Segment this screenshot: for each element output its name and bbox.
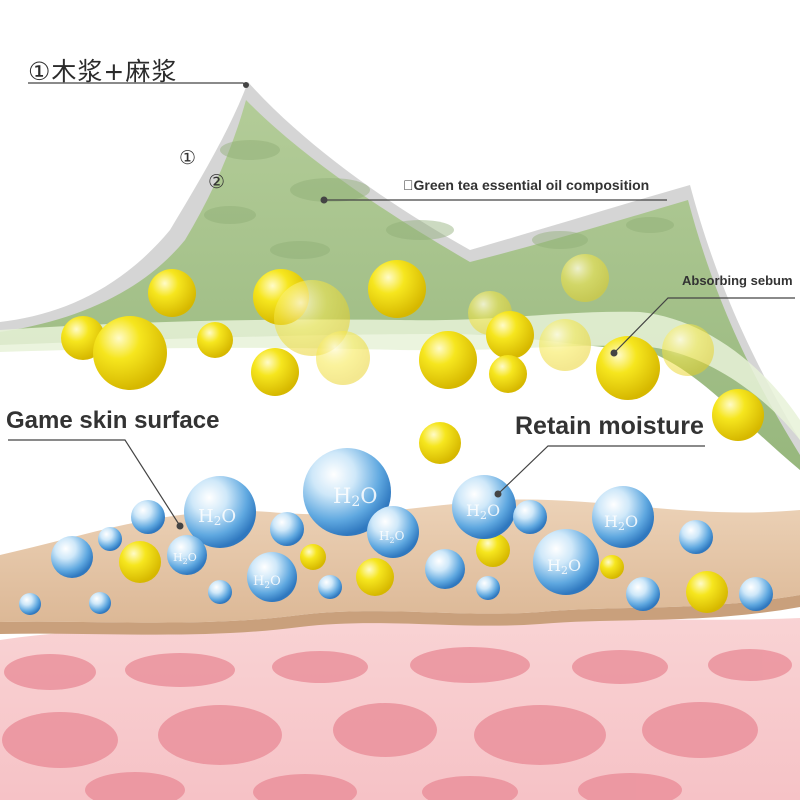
svg-text:H2O: H2O bbox=[604, 512, 638, 533]
material-layers-label: ①木浆+麻浆 bbox=[28, 57, 178, 86]
green-tea-label: 􀀀Green tea essential oil composition bbox=[403, 177, 650, 193]
layer-marker-two: ② bbox=[208, 171, 226, 193]
h2o-marks: H2O H2O H2O H2O H2O H2O H2O H2O bbox=[173, 484, 638, 591]
tissue-cells bbox=[2, 647, 792, 805]
svg-text:H2O: H2O bbox=[379, 529, 405, 545]
svg-text:H2O: H2O bbox=[198, 506, 236, 528]
leader-sebum bbox=[613, 297, 795, 354]
skin-surface-label: Game skin surface bbox=[6, 407, 220, 434]
green-texture bbox=[204, 140, 674, 259]
leader-lines bbox=[8, 82, 795, 530]
retain-moisture-label: Retain moisture bbox=[515, 412, 704, 440]
absorbing-sebum-label: Absorbing sebum bbox=[682, 273, 793, 288]
leader-retain bbox=[497, 445, 705, 495]
sebum-droplets bbox=[61, 254, 764, 464]
skin-oil-droplets bbox=[119, 533, 728, 613]
layer-marker-one: ① bbox=[179, 147, 197, 169]
skin-edge bbox=[0, 595, 800, 635]
water-droplets bbox=[19, 448, 773, 615]
svg-text:H2O: H2O bbox=[547, 556, 581, 577]
leader-skin bbox=[8, 439, 181, 527]
svg-text:H2O: H2O bbox=[173, 551, 197, 566]
svg-text:H2O: H2O bbox=[466, 501, 500, 522]
svg-text:H2O: H2O bbox=[253, 574, 281, 591]
